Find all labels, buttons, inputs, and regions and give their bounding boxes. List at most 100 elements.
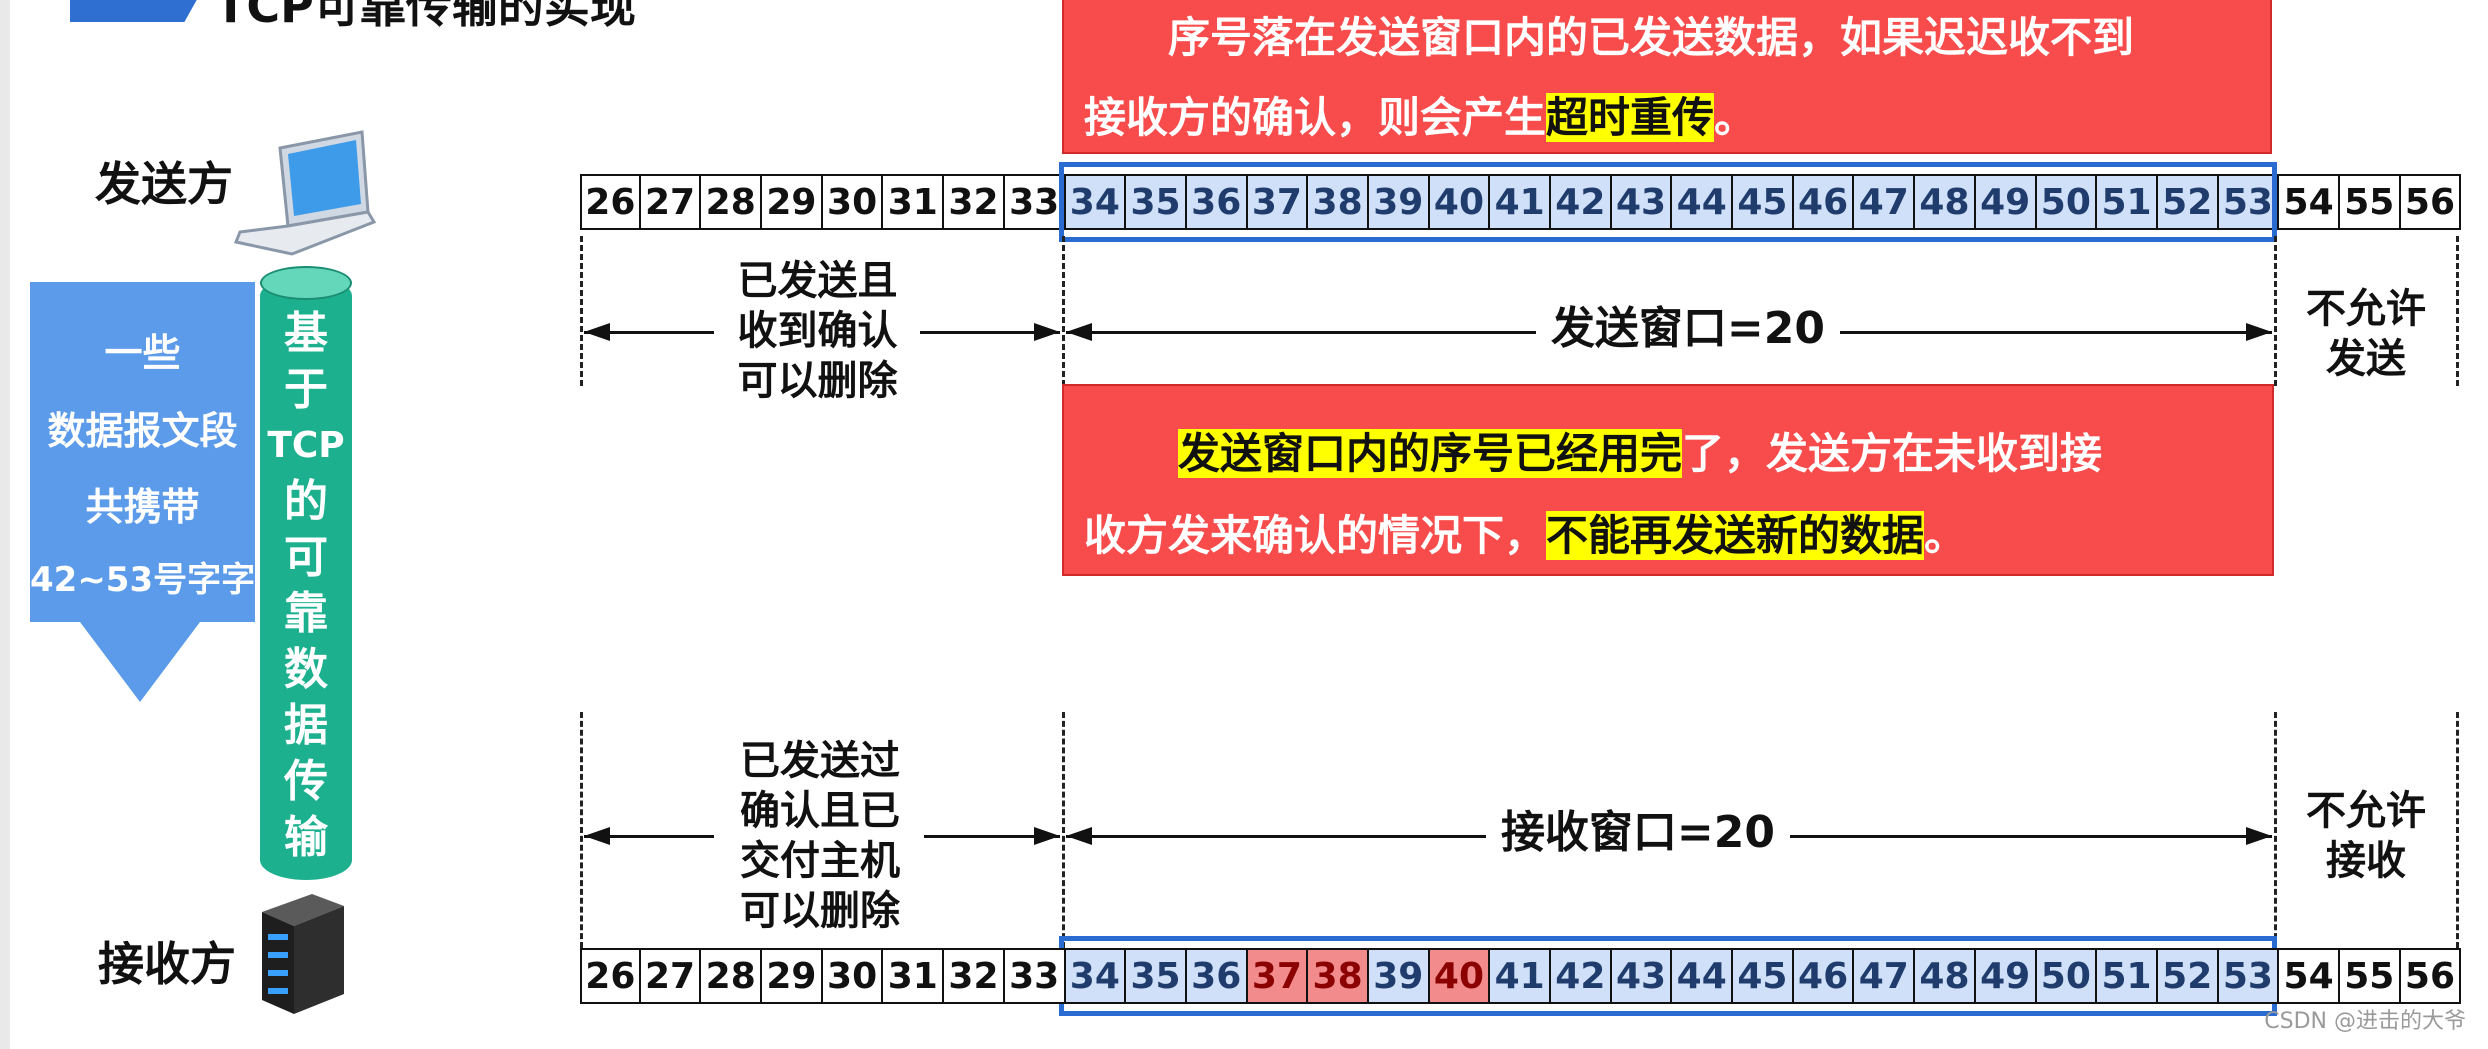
sequence-cell: 48 — [1915, 948, 1976, 1004]
boundary-dash — [1062, 236, 1065, 386]
arrowhead-right — [1034, 323, 1060, 341]
arrow-text-line-2: 数据报文段 — [30, 400, 255, 455]
send-window-label: 发送窗口=20 — [1540, 304, 1836, 354]
dim-text: 确认且已 — [704, 786, 936, 836]
not-allowed-send-label: 不允许 发送 — [2278, 284, 2454, 384]
cylinder-char: 传 — [260, 754, 352, 810]
note-text: 。 — [1714, 93, 1756, 142]
dim-text: 可以删除 — [700, 356, 935, 406]
note-highlight: 发送窗口内的序号已经用完 — [1178, 429, 1682, 478]
arrowhead-right — [2246, 827, 2272, 845]
cylinder-char: 数 — [260, 642, 352, 698]
server-icon — [252, 890, 352, 1020]
sequence-cell: 38 — [1308, 948, 1369, 1004]
sequence-cell: 40 — [1430, 948, 1491, 1004]
cylinder-char: 可 — [260, 530, 352, 586]
sequence-cell: 31 — [883, 174, 944, 230]
sender-window-frame — [1059, 162, 2277, 242]
sequence-cell: 26 — [580, 948, 641, 1004]
sent-acked-label: 已发送且 收到确认 可以删除 — [700, 256, 935, 406]
sequence-cell: 33 — [1005, 948, 1066, 1004]
cylinder-top — [260, 266, 352, 300]
cylinder-char: 据 — [260, 698, 352, 754]
dim-text: 已发送过 — [704, 736, 936, 786]
sequence-cell: 43 — [1612, 948, 1673, 1004]
receiver-label: 接收方 — [98, 928, 236, 994]
note-line: 接收方的确认，则会产生超时重传。 — [1084, 84, 1756, 145]
sequence-cell: 32 — [944, 174, 1005, 230]
sequence-cell: 29 — [762, 174, 823, 230]
delivered-label: 已发送过 确认且已 交付主机 可以删除 — [704, 736, 936, 936]
sequence-cell: 28 — [701, 174, 762, 230]
arrowhead-left — [584, 827, 610, 845]
sequence-cell: 37 — [1248, 948, 1309, 1004]
sequence-cell: 41 — [1490, 948, 1551, 1004]
sequence-cell: 42 — [1551, 948, 1612, 1004]
note-text: 接收方的确认，则会产生 — [1084, 93, 1546, 142]
note-line: 收方发来确认的情况下，不能再发送新的数据。 — [1084, 502, 1966, 563]
dim-line — [1840, 331, 2272, 334]
boundary-dash — [2456, 712, 2459, 948]
sequence-cell: 47 — [1854, 948, 1915, 1004]
sequence-cell: 27 — [641, 174, 702, 230]
section-number-tab — [70, 0, 200, 22]
sequence-cell: 30 — [823, 948, 884, 1004]
sequence-cell: 33 — [1005, 174, 1066, 230]
sequence-cell: 35 — [1126, 948, 1187, 1004]
sequence-cell: 54 — [2279, 948, 2340, 1004]
note-line: 序号落在发送窗口内的已发送数据，如果迟迟收不到 — [1168, 4, 2134, 65]
sequence-cell: 26 — [580, 174, 641, 230]
arrow-text-line-3: 共携带 — [30, 476, 255, 531]
dim-text: 接收 — [2278, 836, 2454, 886]
cylinder-char: 的 — [260, 474, 352, 530]
not-allowed-receive-label: 不允许 接收 — [2278, 786, 2454, 886]
sequence-cell: 44 — [1672, 948, 1733, 1004]
note-highlight: 不能再发送新的数据 — [1546, 511, 1924, 560]
sequence-cell: 31 — [883, 948, 944, 1004]
sender-label: 发送方 — [95, 148, 233, 214]
window-exhausted-note: 发送窗口内的序号已经用完了，发送方在未收到接 收方发来确认的情况下，不能再发送新… — [1062, 384, 2274, 576]
boundary-dash — [2456, 236, 2459, 386]
arrowhead-right — [1034, 827, 1060, 845]
sequence-cell: 46 — [1794, 948, 1855, 1004]
cylinder-char: 输 — [260, 810, 352, 866]
sequence-cell: 55 — [2340, 174, 2401, 230]
note-text: 。 — [1924, 511, 1966, 560]
receive-window-label: 接收窗口=20 — [1490, 808, 1786, 858]
sequence-cell: 28 — [701, 948, 762, 1004]
arrowhead-left — [1066, 323, 1092, 341]
sequence-cell: 30 — [823, 174, 884, 230]
sequence-cell: 34 — [1066, 948, 1127, 1004]
boundary-dash — [2274, 712, 2277, 948]
dim-text: 收到确认 — [700, 306, 935, 356]
arrowhead-right — [2246, 323, 2272, 341]
dim-line — [1790, 835, 2272, 838]
arrowhead-left — [1066, 827, 1092, 845]
sequence-cell: 27 — [641, 948, 702, 1004]
sequence-cell: 51 — [2097, 948, 2158, 1004]
note-text: 了，发送方在未收到接 — [1682, 429, 2102, 478]
boundary-dash — [580, 236, 583, 386]
sequence-cell: 56 — [2401, 948, 2462, 1004]
laptop-icon — [232, 130, 377, 260]
sequence-cell: 49 — [1976, 948, 2037, 1004]
sequence-cell: 29 — [762, 948, 823, 1004]
dim-text: 已发送且 — [700, 256, 935, 306]
cylinder-char: 于 — [260, 362, 352, 418]
boundary-dash — [2274, 236, 2277, 386]
cylinder-char: 靠 — [260, 586, 352, 642]
note-line: 发送窗口内的序号已经用完了，发送方在未收到接 — [1178, 420, 2102, 481]
dim-text: 不允许 — [2278, 284, 2454, 334]
sequence-cell: 55 — [2340, 948, 2401, 1004]
data-flow-arrow-head — [80, 622, 200, 702]
cylinder-char: TCP — [260, 418, 352, 474]
note-highlight: 超时重传 — [1546, 93, 1714, 142]
sequence-cell: 56 — [2401, 174, 2462, 230]
sequence-cell: 53 — [2219, 948, 2280, 1004]
watermark: CSDN @进击的大爷 — [2264, 1003, 2466, 1035]
note-text: 收方发来确认的情况下， — [1084, 511, 1546, 560]
sequence-cell: 45 — [1733, 948, 1794, 1004]
boundary-dash — [580, 712, 583, 948]
left-edge-strip — [0, 0, 10, 1049]
